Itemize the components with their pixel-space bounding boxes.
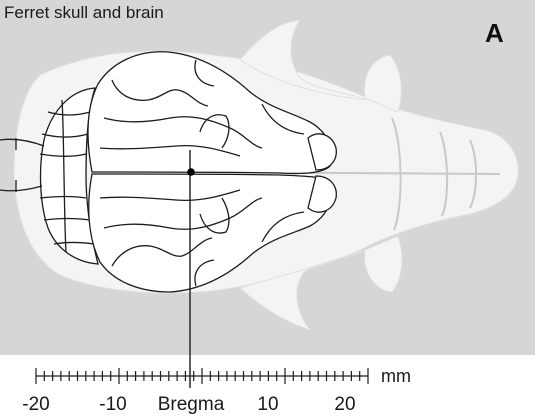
scale-bar (36, 368, 368, 384)
scale-tick-label-minus-10: -10 (99, 394, 126, 416)
scale-tick-label-bregma: Bregma (158, 394, 225, 416)
scale-tick-label-20: 20 (334, 394, 355, 416)
bregma-point (187, 168, 195, 176)
scale-unit-label: mm (381, 366, 411, 387)
panel-label: A (485, 18, 504, 49)
figure-title: Ferret skull and brain (4, 3, 164, 23)
scale-tick-label-10: 10 (257, 394, 278, 416)
scale-tick-label-minus-20: -20 (22, 394, 49, 416)
